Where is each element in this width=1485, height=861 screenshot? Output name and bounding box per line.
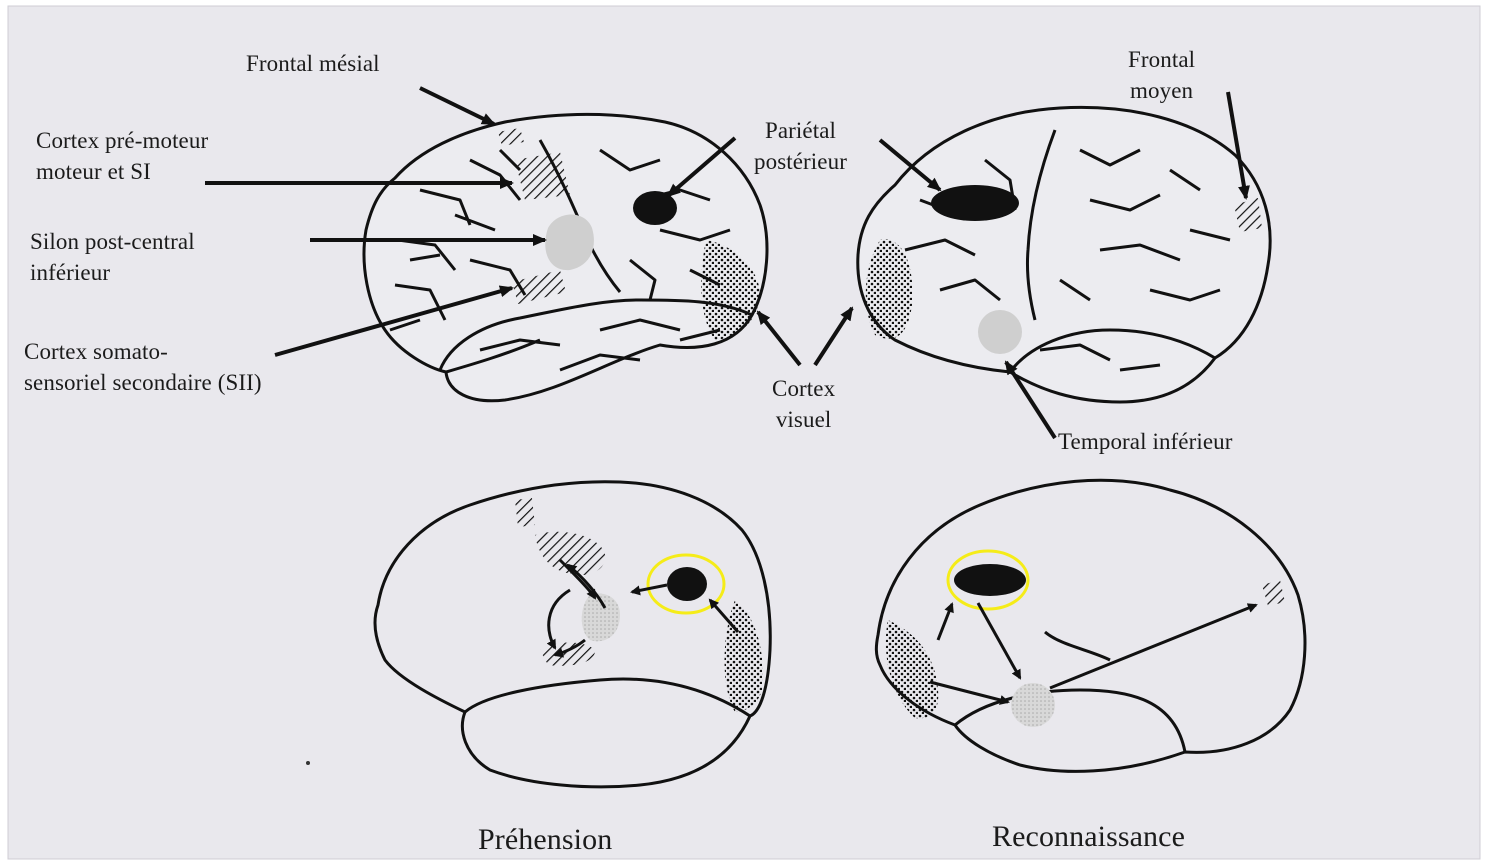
bl-hatch-top [515,498,535,527]
caption-prehension: Préhension [478,823,612,857]
caption-reconnaissance: Reconnaissance [992,820,1185,854]
label-cortex-somato: Cortex somato- sensoriel secondaire (SII… [24,336,262,398]
paper-page [8,6,1480,859]
label-cortex-premoteur: Cortex pré-moteur moteur et SI [36,125,208,187]
br-gray [1011,683,1055,727]
label-temporal-inferieur: Temporal inférieur [1058,426,1233,457]
region-temporal-gray [978,310,1022,354]
label-sillon-post-central: Silon post-central inférieur [30,226,195,288]
br-black [954,564,1026,596]
region-parietal-black-right [931,185,1019,221]
label-frontal-moyen: Frontal moyen [1128,44,1195,106]
bl-black [667,567,707,601]
label-frontal-mesial: Frontal mésial [246,48,380,79]
label-parietal-posterieur: Pariétal postérieur [754,115,847,177]
label-cortex-visuel: Cortex visuel [772,373,835,435]
